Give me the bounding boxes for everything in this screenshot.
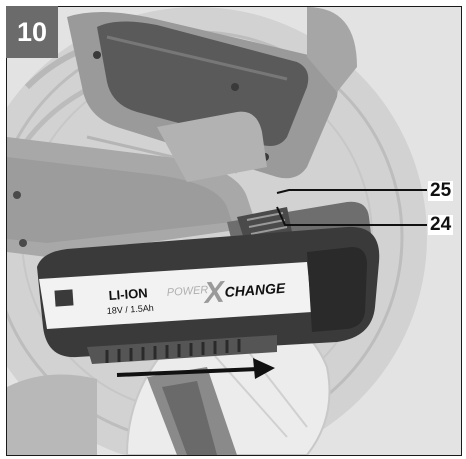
tool-handle — [67, 7, 357, 179]
battery-rating-label: 18V / 1.5Ah — [106, 303, 154, 316]
battery-brand-power: POWER — [166, 284, 208, 299]
battery-pack — [37, 226, 380, 364]
callout-label-24: 24 — [428, 214, 454, 235]
callout-leaders — [276, 189, 427, 226]
direction-arrow-icon — [116, 358, 275, 379]
battery-brand-x: X — [201, 276, 227, 311]
callout-label-25: 25 — [428, 180, 454, 201]
product-photo: LI-ION 18V / 1.5Ah POWER X CHANGE — [6, 6, 462, 456]
battery-brand-change: CHANGE — [224, 280, 286, 300]
battery-chemistry-label: LI-ION — [108, 285, 148, 303]
brand-logo-icon — [54, 289, 74, 307]
tool-body — [7, 111, 267, 257]
figure-number-badge: 10 — [6, 6, 58, 58]
battery-label-strip — [39, 262, 312, 329]
base-clamp — [7, 367, 237, 455]
